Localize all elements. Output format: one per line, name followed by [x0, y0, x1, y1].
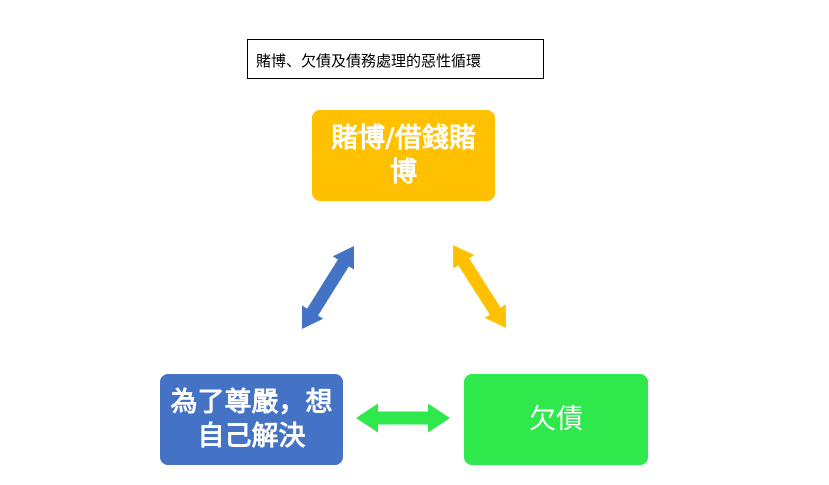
arrow-pride-debt — [356, 403, 450, 433]
node-gambling: 賭博/借錢賭博 — [312, 110, 495, 201]
node-debt-label: 欠債 — [529, 403, 583, 435]
arrow-gambling-debt — [453, 245, 506, 328]
diagram-title: 賭博、欠債及債務處理的惡性循環 — [247, 39, 544, 79]
node-pride: 為了尊嚴，想自己解決 — [160, 374, 343, 465]
node-gambling-label: 賭博/借錢賭博 — [331, 122, 476, 188]
arrow-gambling-pride — [302, 246, 354, 329]
node-pride-label: 為了尊嚴，想自己解決 — [170, 386, 333, 452]
node-debt: 欠債 — [464, 374, 648, 465]
